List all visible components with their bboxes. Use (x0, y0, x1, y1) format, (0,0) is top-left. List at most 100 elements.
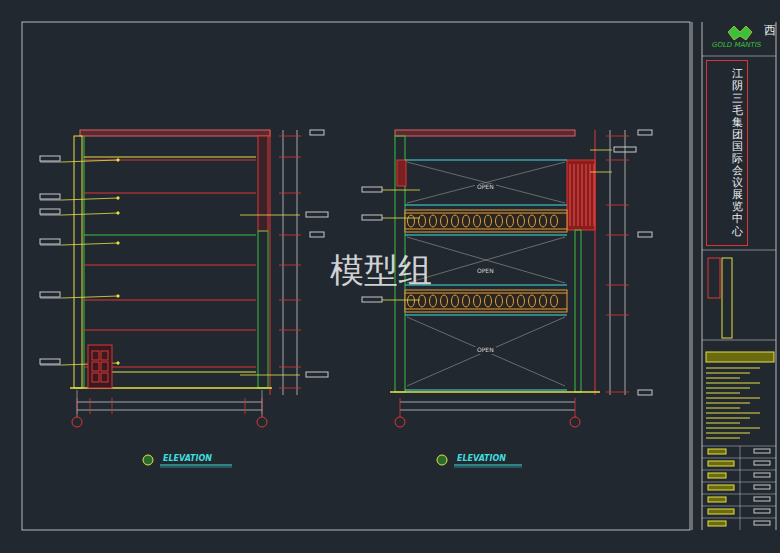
opening-label: OPEN (475, 268, 496, 275)
dimension-tick (279, 235, 301, 236)
dimension-line (283, 130, 284, 395)
opening-cross (407, 317, 565, 386)
note-line (706, 373, 750, 374)
door-panel (92, 373, 99, 382)
column-flute (574, 164, 575, 226)
note-line (706, 368, 760, 369)
opening-cross (407, 162, 565, 203)
baluster (430, 215, 437, 227)
note-line (706, 423, 740, 424)
wall (575, 230, 581, 392)
dimension-tick (279, 136, 301, 137)
leader-dot (117, 159, 119, 161)
leader-line (62, 213, 118, 215)
company-logo: GOLD MANTIS (712, 42, 761, 50)
leader-line (62, 198, 118, 200)
baluster (441, 215, 448, 227)
leader-line (62, 160, 118, 162)
title-cell (754, 497, 770, 501)
grid-line (262, 390, 263, 417)
note-line (706, 438, 740, 439)
floor-line (390, 391, 600, 393)
title-cell (708, 509, 734, 514)
leader-line (40, 245, 62, 246)
wall (258, 231, 268, 388)
leader-line (40, 215, 62, 216)
level-marker (310, 130, 324, 135)
panel-line (84, 330, 256, 331)
callout-box (362, 297, 382, 302)
title-cell (722, 258, 732, 338)
opening-cross (407, 317, 565, 386)
dimension-line (77, 410, 262, 411)
baluster (518, 215, 525, 227)
title-cell (754, 485, 770, 489)
note-line (706, 428, 760, 429)
note-line (706, 398, 760, 399)
leader-line (40, 162, 62, 163)
dimension-tick (575, 398, 576, 417)
note-line (706, 408, 740, 409)
title-line (702, 56, 776, 57)
column-flute (578, 164, 579, 226)
baluster-rail (405, 290, 567, 312)
baluster (452, 215, 459, 227)
baluster (496, 295, 503, 307)
door-panel (92, 362, 99, 371)
baluster (419, 215, 426, 227)
level-marker (638, 232, 652, 237)
opening-label: OPEN (475, 184, 496, 191)
baluster (408, 215, 415, 227)
panel-line (405, 160, 567, 161)
watermark: 模型组 (330, 252, 432, 289)
title-underline (160, 467, 232, 468)
title-underline (454, 467, 522, 468)
title-line (702, 482, 776, 483)
baluster (496, 215, 503, 227)
leader-line (590, 172, 612, 173)
baluster (540, 215, 547, 227)
door-panel (101, 362, 108, 371)
baluster (463, 215, 470, 227)
note-line (706, 413, 760, 414)
leader-dot (117, 242, 119, 244)
sheet-mark: 西 (764, 24, 776, 37)
ceiling-slab (80, 130, 270, 136)
leader-dot (117, 212, 119, 214)
dimension-tick (606, 315, 629, 316)
column (567, 160, 595, 230)
callout-box (306, 372, 328, 377)
level-marker (638, 390, 652, 395)
column-flute (594, 164, 595, 226)
baluster (540, 295, 547, 307)
baluster (430, 295, 437, 307)
note-line (706, 378, 740, 379)
dimension-tick (112, 398, 113, 414)
panel-line (405, 235, 567, 236)
title-cell (708, 485, 734, 490)
dimension-tick (279, 193, 301, 194)
leader-dot (117, 295, 119, 297)
dimension-line (297, 130, 298, 395)
title-cell (754, 473, 770, 477)
leader-line (40, 200, 62, 201)
baluster (485, 215, 492, 227)
grid-circle (395, 417, 405, 427)
logo (728, 26, 752, 40)
baluster (529, 215, 536, 227)
dimension-tick (606, 392, 629, 393)
leader-line (40, 298, 62, 299)
baluster (507, 215, 514, 227)
base-line (112, 372, 256, 373)
dimension-line (610, 130, 611, 395)
panel-line (405, 205, 567, 206)
dimension-tick (279, 157, 301, 158)
title-underline (160, 465, 232, 466)
leader-line (382, 190, 420, 191)
title-cell (708, 449, 726, 454)
grid-circle (72, 417, 82, 427)
title-line (702, 458, 776, 459)
note-line (706, 388, 750, 389)
wall-ornament (397, 160, 406, 186)
dimension-line (400, 402, 575, 403)
